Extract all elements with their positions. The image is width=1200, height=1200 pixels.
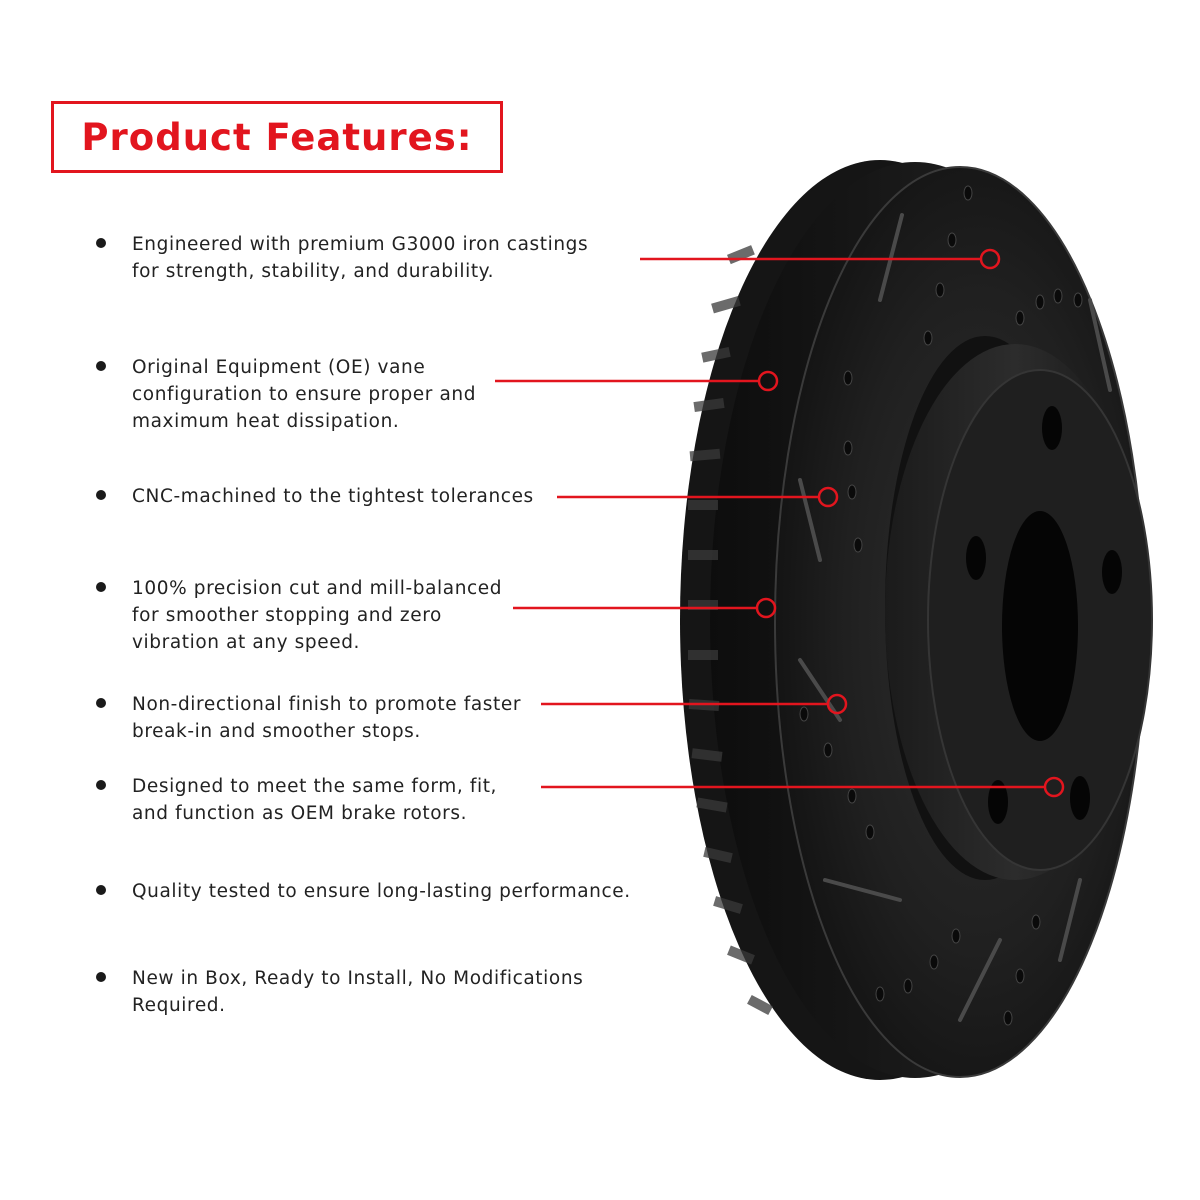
page-title: Product Features: — [81, 115, 473, 159]
callout-marker-icon — [979, 248, 1001, 270]
feature-text: Original Equipment (OE) vane configurati… — [132, 357, 477, 432]
bullet-icon — [96, 582, 106, 592]
callout-marker-icon — [826, 693, 848, 715]
callout-marker-icon — [817, 486, 839, 508]
feature-text: New in Box, Ready to Install, No Modific… — [132, 968, 584, 1016]
feature-text: Designed to meet the same form, fit, and… — [132, 776, 498, 824]
feature-text: 100% precision cut and mill-balanced for… — [132, 578, 503, 653]
feature-text: Quality tested to ensure long-lasting pe… — [132, 881, 631, 902]
bullet-icon — [96, 361, 106, 371]
bullet-icon — [96, 490, 106, 500]
callout-marker-icon — [1043, 776, 1065, 798]
rotor-slots — [798, 213, 1112, 1022]
bullet-icon — [96, 885, 106, 895]
header-box: Product Features: — [51, 101, 503, 173]
callout-marker-icon — [755, 597, 777, 619]
bullet-icon — [96, 698, 106, 708]
feature-text: Non-directional finish to promote faster… — [132, 694, 522, 742]
callout-marker-icon — [757, 370, 779, 392]
rotor-drilled-holes — [799, 185, 1105, 1026]
rotor-lug-holes — [966, 406, 1122, 824]
bullet-icon — [96, 780, 106, 790]
feature-text: CNC-machined to the tightest tolerances — [132, 486, 534, 507]
bullet-icon — [96, 238, 106, 248]
bullet-icon — [96, 972, 106, 982]
feature-text: Engineered with premium G3000 iron casti… — [132, 234, 589, 282]
